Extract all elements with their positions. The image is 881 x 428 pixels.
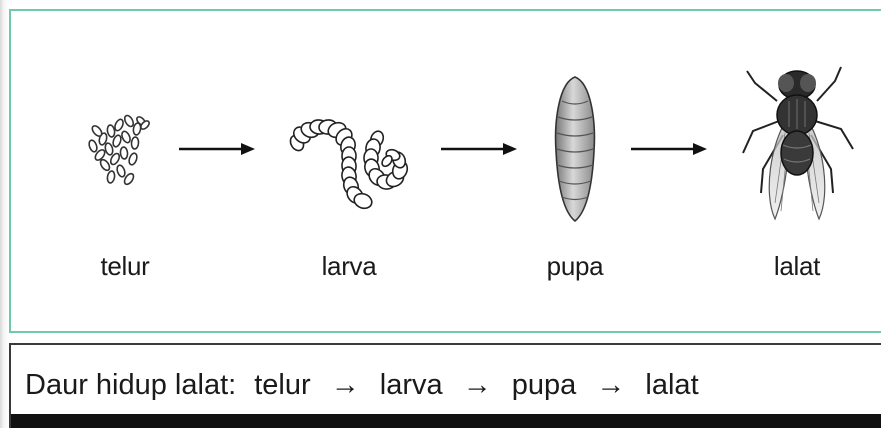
caption-arrow: → [596,369,625,401]
arrow-right-icon [629,139,709,159]
life-cycle-diagram: telur [9,9,881,333]
caption-step-fly: lalat [645,369,698,401]
caption-bottom-bar [11,414,881,428]
caption-text: Daur hidup lalat: telur → larva → pupa →… [25,369,699,402]
caption-bar: Daur hidup lalat: telur → larva → pupa →… [9,343,881,428]
stage-label-pupa: pupa [495,251,655,282]
fly-icon [717,23,877,233]
caption-arrow: → [331,369,360,401]
arrow-right-icon [177,139,257,159]
caption-step-egg: telur [254,369,310,401]
stage-fly: lalat [717,31,877,291]
stage-label-larva: larva [269,251,429,282]
pupa-icon [495,31,655,231]
caption-arrow: → [463,369,492,401]
stage-larva: larva [269,31,429,291]
left-edge-strip [0,0,9,428]
caption-prefix: Daur hidup lalat: [25,369,236,401]
caption-step-larva: larva [380,369,443,401]
stage-label-fly: lalat [717,251,877,282]
caption-step-pupa: pupa [512,369,577,401]
larva-icon [269,31,429,231]
egg-cluster-icon [45,31,205,231]
stage-label-egg: telur [45,251,205,282]
stage-egg: telur [45,31,205,291]
stage-pupa: pupa [495,31,655,291]
